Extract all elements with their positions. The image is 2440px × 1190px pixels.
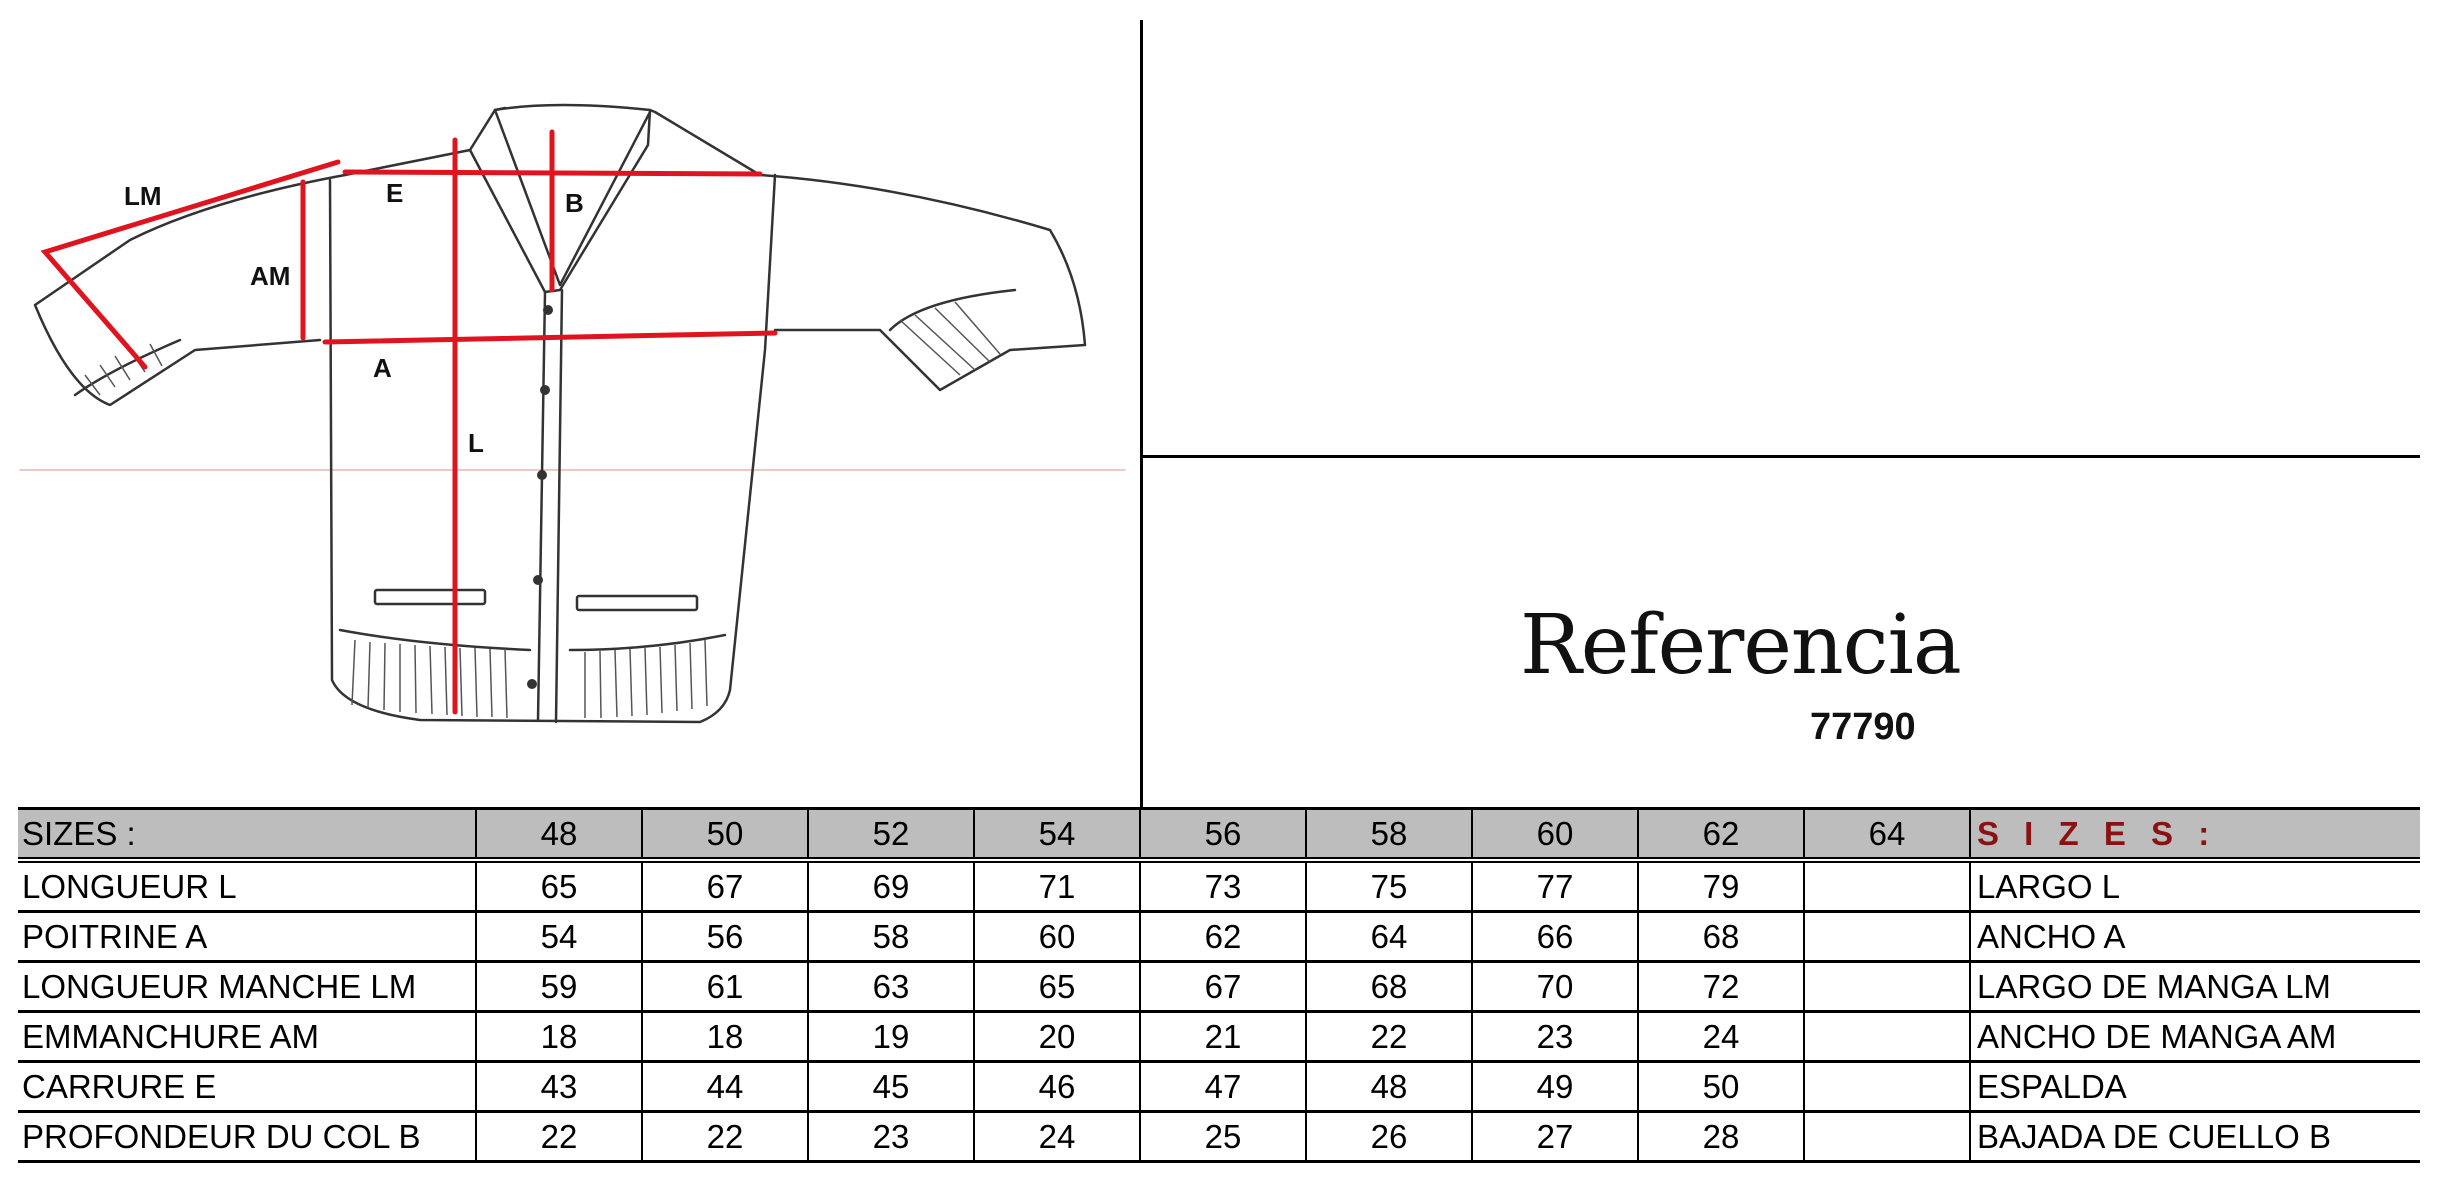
size-value-cell: 25 bbox=[1139, 1111, 1306, 1163]
size-value-cell: 19 bbox=[807, 1011, 974, 1063]
size-value-cell bbox=[1803, 860, 1970, 913]
size-value-cell: 67 bbox=[1139, 961, 1306, 1013]
header-label-es: S I Z E S : bbox=[1969, 807, 2420, 863]
size-value-cell: 22 bbox=[641, 1111, 808, 1163]
size-value-cell bbox=[1803, 961, 1970, 1013]
size-value-cell: 68 bbox=[1637, 911, 1804, 963]
size-value-cell: 77 bbox=[1471, 860, 1638, 913]
size-value-cell: 59 bbox=[475, 961, 642, 1013]
row-label-es: ESPALDA bbox=[1969, 1061, 2420, 1113]
size-value-cell bbox=[1803, 1111, 1970, 1163]
size-value-cell: 58 bbox=[807, 911, 974, 963]
size-value-cell: 28 bbox=[1637, 1111, 1804, 1163]
size-value-cell: 24 bbox=[1637, 1011, 1804, 1063]
size-value-cell: 79 bbox=[1637, 860, 1804, 913]
size-value-cell: 72 bbox=[1637, 961, 1804, 1013]
size-value-cell: 46 bbox=[973, 1061, 1140, 1113]
header-size: 54 bbox=[973, 807, 1140, 863]
size-value-cell: 67 bbox=[641, 860, 808, 913]
header-size: 56 bbox=[1139, 807, 1306, 863]
size-value-cell: 47 bbox=[1139, 1061, 1306, 1113]
size-value-cell: 26 bbox=[1305, 1111, 1472, 1163]
header-label-fr: SIZES : bbox=[18, 807, 476, 863]
size-value-cell: 18 bbox=[475, 1011, 642, 1063]
row-label-es: LARGO L bbox=[1969, 860, 2420, 913]
size-value-cell: 64 bbox=[1305, 911, 1472, 963]
label-b: B bbox=[565, 188, 584, 218]
row-label-fr: CARRURE E bbox=[18, 1061, 476, 1113]
label-lm: LM bbox=[124, 181, 162, 211]
reference-code: 77790 bbox=[1810, 706, 1916, 748]
header-size: 64 bbox=[1803, 807, 1970, 863]
size-value-cell: 22 bbox=[1305, 1011, 1472, 1063]
horizontal-divider bbox=[1140, 455, 2420, 458]
header-size: 62 bbox=[1637, 807, 1804, 863]
size-value-cell: 60 bbox=[973, 911, 1140, 963]
size-value-cell: 27 bbox=[1471, 1111, 1638, 1163]
row-label-fr: LONGUEUR MANCHE LM bbox=[18, 961, 476, 1013]
size-value-cell: 66 bbox=[1471, 911, 1638, 963]
row-label-es: ANCHO A bbox=[1969, 911, 2420, 963]
size-value-cell: 23 bbox=[1471, 1011, 1638, 1063]
row-label-es: BAJADA DE CUELLO B bbox=[1969, 1111, 2420, 1163]
label-am: AM bbox=[250, 261, 290, 291]
size-value-cell: 65 bbox=[475, 860, 642, 913]
row-label-fr: EMMANCHURE AM bbox=[18, 1011, 476, 1063]
size-value-cell: 73 bbox=[1139, 860, 1306, 913]
size-value-cell: 62 bbox=[1139, 911, 1306, 963]
label-e: E bbox=[386, 178, 403, 208]
size-value-cell: 68 bbox=[1305, 961, 1472, 1013]
label-a: A bbox=[373, 353, 392, 383]
size-value-cell: 61 bbox=[641, 961, 808, 1013]
size-value-cell: 22 bbox=[475, 1111, 642, 1163]
size-value-cell: 18 bbox=[641, 1011, 808, 1063]
label-l: L bbox=[468, 428, 484, 458]
size-value-cell: 69 bbox=[807, 860, 974, 913]
size-value-cell: 43 bbox=[475, 1061, 642, 1113]
size-value-cell: 21 bbox=[1139, 1011, 1306, 1063]
header-size: 60 bbox=[1471, 807, 1638, 863]
size-value-cell bbox=[1803, 1061, 1970, 1113]
size-value-cell: 56 bbox=[641, 911, 808, 963]
size-value-cell: 75 bbox=[1305, 860, 1472, 913]
row-label-fr: LONGUEUR L bbox=[18, 860, 476, 913]
header-size: 50 bbox=[641, 807, 808, 863]
size-value-cell: 70 bbox=[1471, 961, 1638, 1013]
size-value-cell: 71 bbox=[973, 860, 1140, 913]
vertical-divider bbox=[1140, 20, 1143, 810]
header-size: 48 bbox=[475, 807, 642, 863]
size-value-cell: 24 bbox=[973, 1111, 1140, 1163]
cardigan-sketch: LM AM E B A L bbox=[19, 103, 1126, 724]
row-label-es: ANCHO DE MANGA AM bbox=[1969, 1011, 2420, 1063]
size-value-cell: 49 bbox=[1471, 1061, 1638, 1113]
size-value-cell: 20 bbox=[973, 1011, 1140, 1063]
size-value-cell: 54 bbox=[475, 911, 642, 963]
size-chart-table: SIZES : 48 50 52 54 56 58 60 62 64 S I Z… bbox=[18, 807, 2420, 1163]
size-value-cell: 65 bbox=[973, 961, 1140, 1013]
size-value-cell: 48 bbox=[1305, 1061, 1472, 1113]
row-label-fr: PROFONDEUR DU COL B bbox=[18, 1111, 476, 1163]
row-label-fr: POITRINE A bbox=[18, 911, 476, 963]
size-value-cell: 23 bbox=[807, 1111, 974, 1163]
reference-title: Referencia bbox=[1520, 598, 1962, 693]
size-value-cell: 63 bbox=[807, 961, 974, 1013]
size-value-cell bbox=[1803, 1011, 1970, 1063]
header-size: 58 bbox=[1305, 807, 1472, 863]
size-value-cell: 44 bbox=[641, 1061, 808, 1113]
header-size: 52 bbox=[807, 807, 974, 863]
table-header-row: SIZES : 48 50 52 54 56 58 60 62 64 S I Z… bbox=[18, 807, 2420, 863]
size-value-cell: 50 bbox=[1637, 1061, 1804, 1113]
size-value-cell: 45 bbox=[807, 1061, 974, 1113]
row-label-es: LARGO DE MANGA LM bbox=[1969, 961, 2420, 1013]
size-value-cell bbox=[1803, 911, 1970, 963]
